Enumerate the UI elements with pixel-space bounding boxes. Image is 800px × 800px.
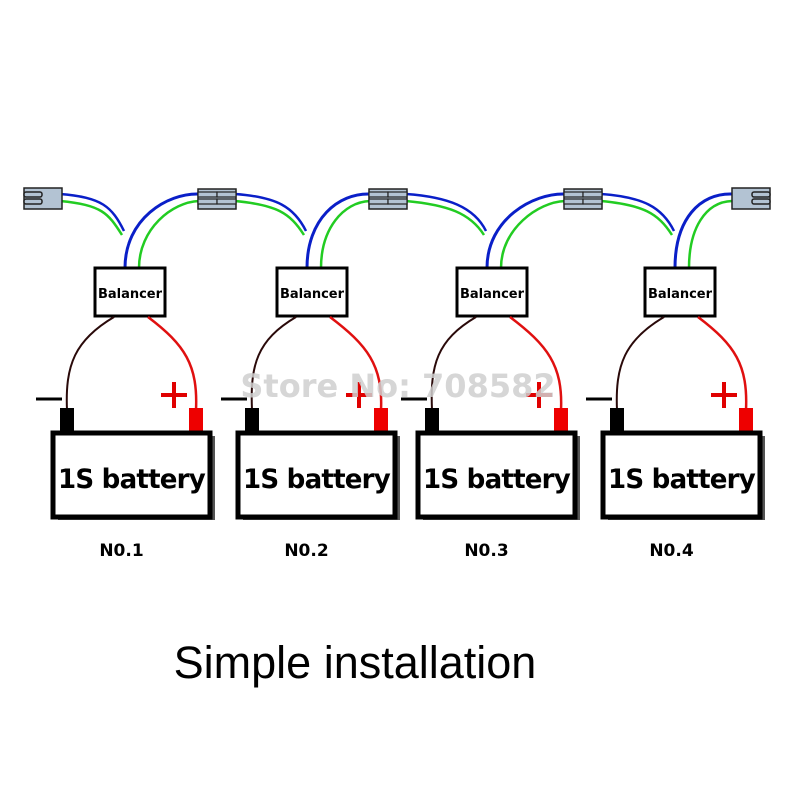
end-plug-connector <box>731 187 771 210</box>
balancer-label: Balancer <box>98 287 163 302</box>
connectors <box>23 187 771 210</box>
positive-lead-wire <box>509 316 563 411</box>
blue-wire <box>234 192 308 232</box>
positive-lead-wire <box>697 316 748 411</box>
blue-wire <box>305 192 371 269</box>
green-wire <box>499 199 566 269</box>
green-wire <box>600 199 674 236</box>
negative-lead-wire <box>430 316 477 411</box>
blue-wire <box>59 192 126 232</box>
battery-label: 1S battery <box>58 464 206 495</box>
battery-body <box>235 430 398 520</box>
positive-terminal <box>554 408 568 433</box>
positive-lead-wire <box>147 316 198 411</box>
green-wire <box>405 199 486 236</box>
battery-number-label: N0.1 <box>99 541 143 561</box>
end-plug-connector <box>23 187 63 210</box>
battery-body <box>600 430 763 520</box>
battery-number-label: N0.3 <box>464 541 508 561</box>
positive-terminal <box>739 408 753 433</box>
blue-wire <box>673 192 733 269</box>
balancer-label: Balancer <box>460 287 525 302</box>
balancer-box <box>455 266 529 318</box>
battery-label: 1S battery <box>243 464 391 495</box>
green-wire <box>319 199 371 269</box>
green-wire <box>234 199 306 236</box>
double-joint-connector <box>563 188 603 210</box>
double-joint-connector <box>368 188 408 210</box>
battery-body <box>415 430 578 520</box>
balancer-label: Balancer <box>648 287 713 302</box>
diagram-title: Simple installation <box>174 637 537 688</box>
battery-label: 1S battery <box>423 464 571 495</box>
blue-wire <box>600 192 676 232</box>
balancer-box <box>93 266 167 318</box>
negative-terminal <box>610 408 624 433</box>
blue-wire <box>405 192 488 232</box>
battery-body <box>50 430 213 520</box>
balance-wires <box>59 192 733 269</box>
balancer-box <box>643 266 717 318</box>
negative-lead-wire <box>615 316 665 411</box>
blue-wire <box>485 192 566 269</box>
balancer-box <box>275 266 349 318</box>
positive-terminal <box>374 408 388 433</box>
negative-terminal <box>245 408 259 433</box>
negative-lead-wire <box>250 316 297 411</box>
negative-lead-wire <box>65 316 115 411</box>
battery-number-label: N0.2 <box>284 541 328 561</box>
green-wire <box>137 199 200 269</box>
battery-label: 1S battery <box>608 464 756 495</box>
watermark-text: Store No: 708582 <box>240 367 555 405</box>
balancer-label: Balancer <box>280 287 345 302</box>
green-wire <box>687 199 733 269</box>
blue-wire <box>123 192 200 269</box>
double-joint-connector <box>197 188 237 210</box>
green-wire <box>59 199 124 236</box>
battery-number-label: N0.4 <box>649 541 694 561</box>
negative-terminal <box>425 408 439 433</box>
positive-lead-wire <box>329 316 383 411</box>
positive-terminal <box>189 408 203 433</box>
negative-terminal <box>60 408 74 433</box>
